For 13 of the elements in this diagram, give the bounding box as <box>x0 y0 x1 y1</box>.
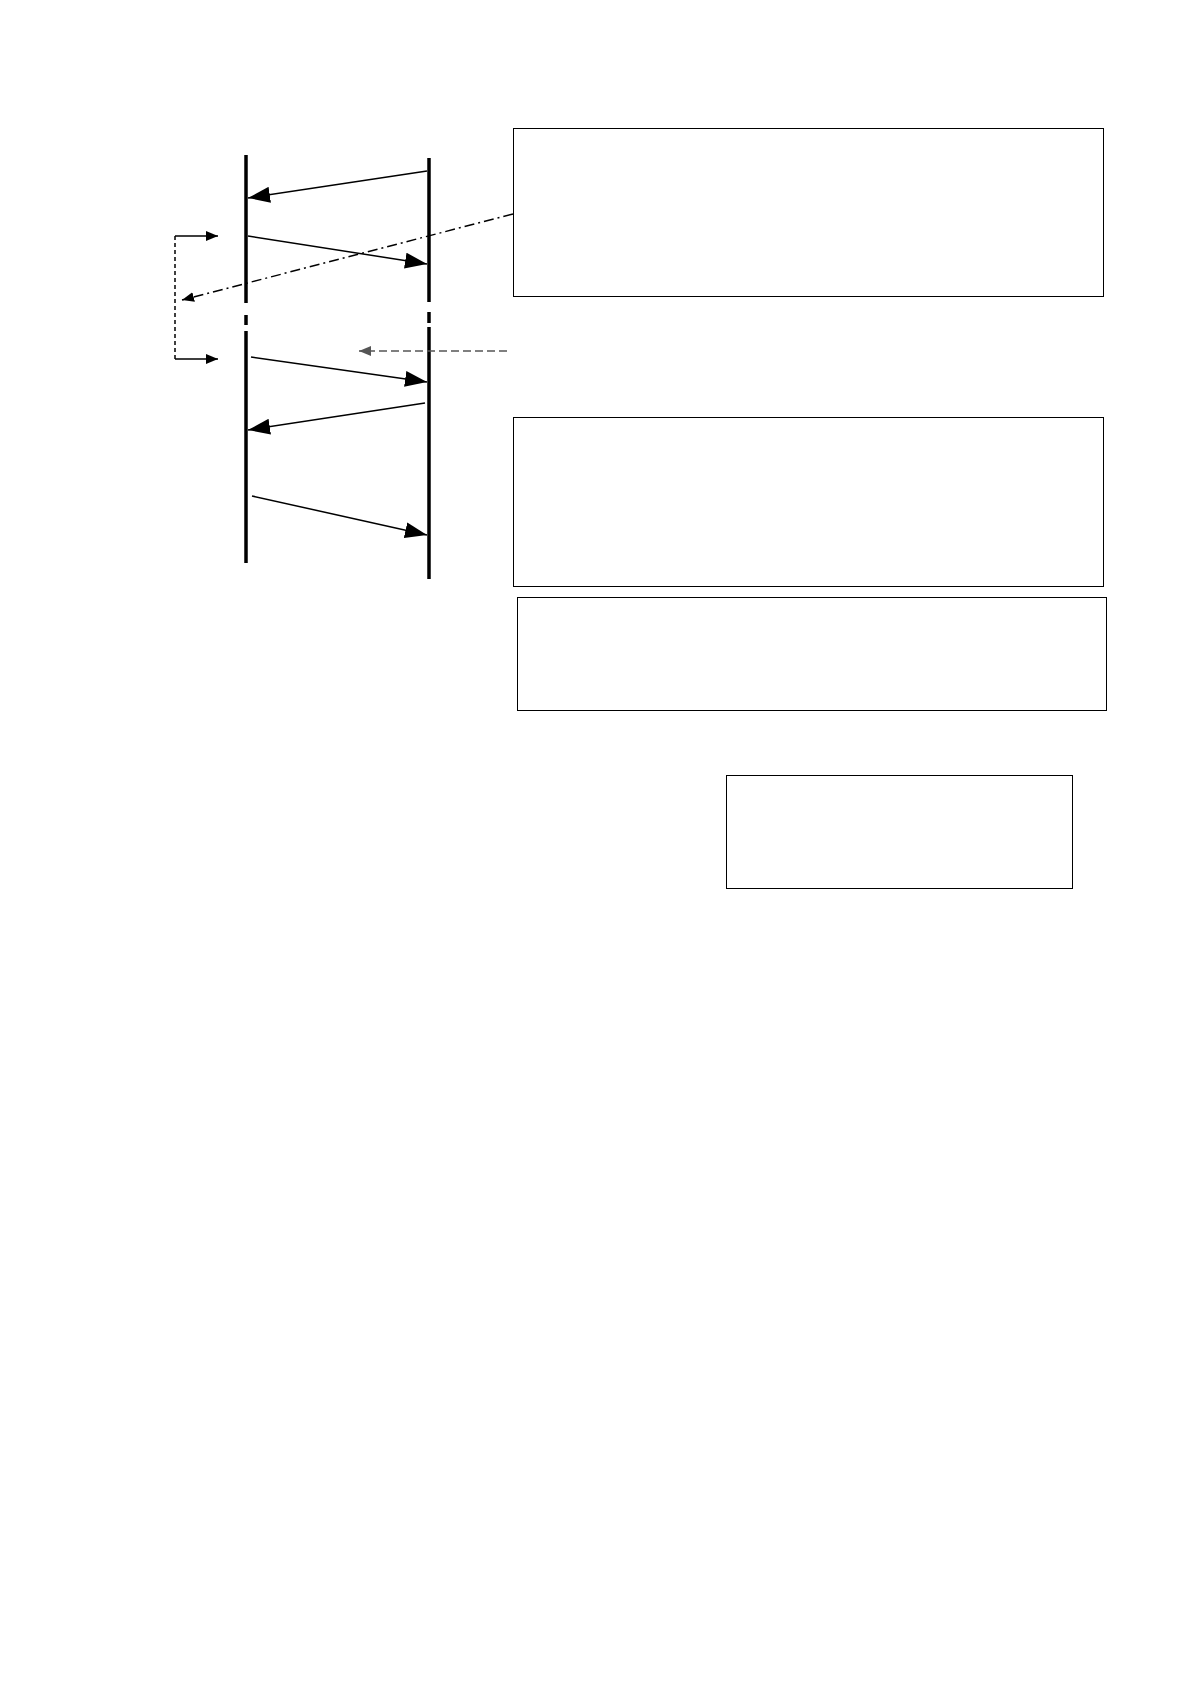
arrow <box>247 235 428 269</box>
arrow <box>250 356 428 387</box>
empty-box <box>513 417 1104 587</box>
arrow <box>247 402 426 435</box>
dash-dot-arrow <box>181 213 514 302</box>
lifeline-bar <box>243 155 249 563</box>
empty-box <box>513 128 1104 297</box>
bracket-arrow <box>174 231 219 364</box>
lifeline-bar <box>426 158 432 579</box>
empty-box <box>726 775 1073 889</box>
empty-box <box>517 597 1107 711</box>
arrow <box>247 170 428 203</box>
arrow <box>251 495 428 538</box>
